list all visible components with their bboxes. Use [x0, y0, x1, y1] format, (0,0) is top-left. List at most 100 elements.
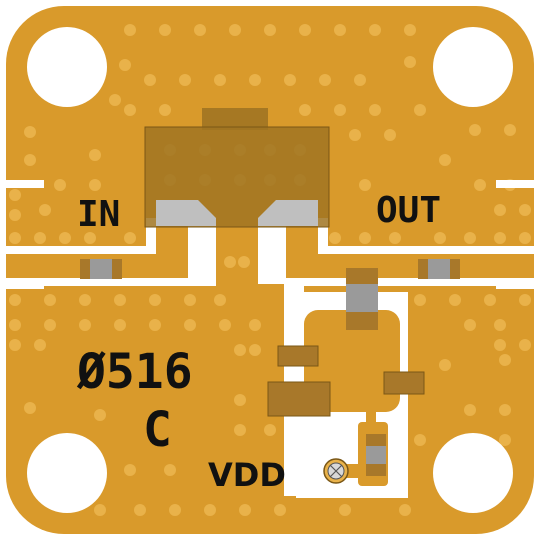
via-dot — [184, 319, 196, 331]
input-capacitor — [80, 259, 122, 279]
via-dot — [329, 232, 341, 244]
via-dot — [124, 24, 136, 36]
bias-trace — [366, 410, 376, 430]
input-lead — [156, 200, 216, 226]
via-dot — [494, 204, 506, 216]
via-dot — [439, 154, 451, 166]
via-dot — [494, 339, 506, 351]
via-dot — [194, 24, 206, 36]
via-dot — [414, 104, 426, 116]
mounting-holes — [27, 27, 513, 513]
via-dot — [504, 124, 516, 136]
via-dot — [249, 319, 261, 331]
via-dot — [404, 56, 416, 68]
via-dot — [79, 319, 91, 331]
via-dot — [89, 179, 101, 191]
via-dot — [9, 319, 21, 331]
via-dot — [449, 294, 461, 306]
via-dot — [234, 344, 246, 356]
via-dot — [9, 232, 21, 244]
via-dot — [224, 256, 236, 268]
via-dot — [499, 404, 511, 416]
via-dot — [84, 232, 96, 244]
via-dot — [469, 124, 481, 136]
via-dot — [499, 354, 511, 366]
via-dot — [494, 319, 506, 331]
via-dot — [239, 504, 251, 516]
via-dot — [229, 24, 241, 36]
vdd-resistor — [366, 434, 386, 476]
bias-capacitor-small — [277, 345, 319, 367]
via-dot — [439, 359, 451, 371]
via-dot — [399, 504, 411, 516]
via-dot — [109, 94, 121, 106]
via-dot — [464, 319, 476, 331]
mounting-hole-icon — [27, 27, 107, 107]
via-dot — [389, 232, 401, 244]
via-dot — [519, 294, 531, 306]
via-dot — [9, 209, 21, 221]
via-dot — [234, 424, 246, 436]
via-dot — [159, 24, 171, 36]
rf-output-trace — [286, 218, 534, 278]
via-dot — [249, 74, 261, 86]
mounting-hole-icon — [433, 27, 513, 107]
via-dot — [124, 464, 136, 476]
via-dot — [144, 74, 156, 86]
via-dot — [34, 339, 46, 351]
via-dot — [164, 464, 176, 476]
via-dot — [184, 294, 196, 306]
via-dot — [24, 126, 36, 138]
via-dot — [319, 74, 331, 86]
part-number-label: Ø516 — [76, 344, 193, 400]
via-dot — [414, 434, 426, 446]
via-dot — [9, 189, 21, 201]
via-dot — [369, 24, 381, 36]
via-dot — [119, 59, 131, 71]
package-tab — [202, 108, 268, 130]
revision-label: C — [143, 402, 172, 458]
via-dot — [354, 74, 366, 86]
via-dot — [214, 74, 226, 86]
via-dot — [34, 232, 46, 244]
output-capacitor — [418, 259, 460, 279]
mounting-hole-icon — [433, 433, 513, 513]
via-dot — [349, 129, 361, 141]
via-dot — [39, 204, 51, 216]
via-dot — [214, 294, 226, 306]
via-dot — [159, 104, 171, 116]
ground-via-icon — [323, 458, 349, 484]
via-dot — [339, 504, 351, 516]
via-dot — [484, 294, 496, 306]
via-dot — [114, 294, 126, 306]
bias-inductor — [346, 268, 378, 330]
via-dot — [464, 232, 476, 244]
via-dot — [334, 104, 346, 116]
via-dot — [234, 394, 246, 406]
via-dot — [54, 179, 66, 191]
via-dot — [494, 232, 506, 244]
amplifier-package — [144, 108, 330, 228]
input-label: IN — [77, 194, 120, 235]
via-dot — [334, 24, 346, 36]
mounting-hole-icon — [27, 433, 107, 513]
bias-capacitor-large — [267, 381, 331, 417]
via-dot — [519, 339, 531, 351]
via-dot — [204, 504, 216, 516]
via-dot — [499, 434, 511, 446]
via-dot — [519, 232, 531, 244]
via-dot — [179, 74, 191, 86]
via-dot — [9, 294, 21, 306]
output-lead — [258, 200, 318, 226]
via-dot — [149, 294, 161, 306]
via-dot — [169, 504, 181, 516]
via-dot — [89, 149, 101, 161]
supply-label: VDD — [208, 456, 286, 494]
via-dot — [464, 404, 476, 416]
via-dot — [44, 294, 56, 306]
via-dot — [474, 179, 486, 191]
via-dot — [114, 319, 126, 331]
via-dot — [149, 319, 161, 331]
via-dot — [24, 154, 36, 166]
